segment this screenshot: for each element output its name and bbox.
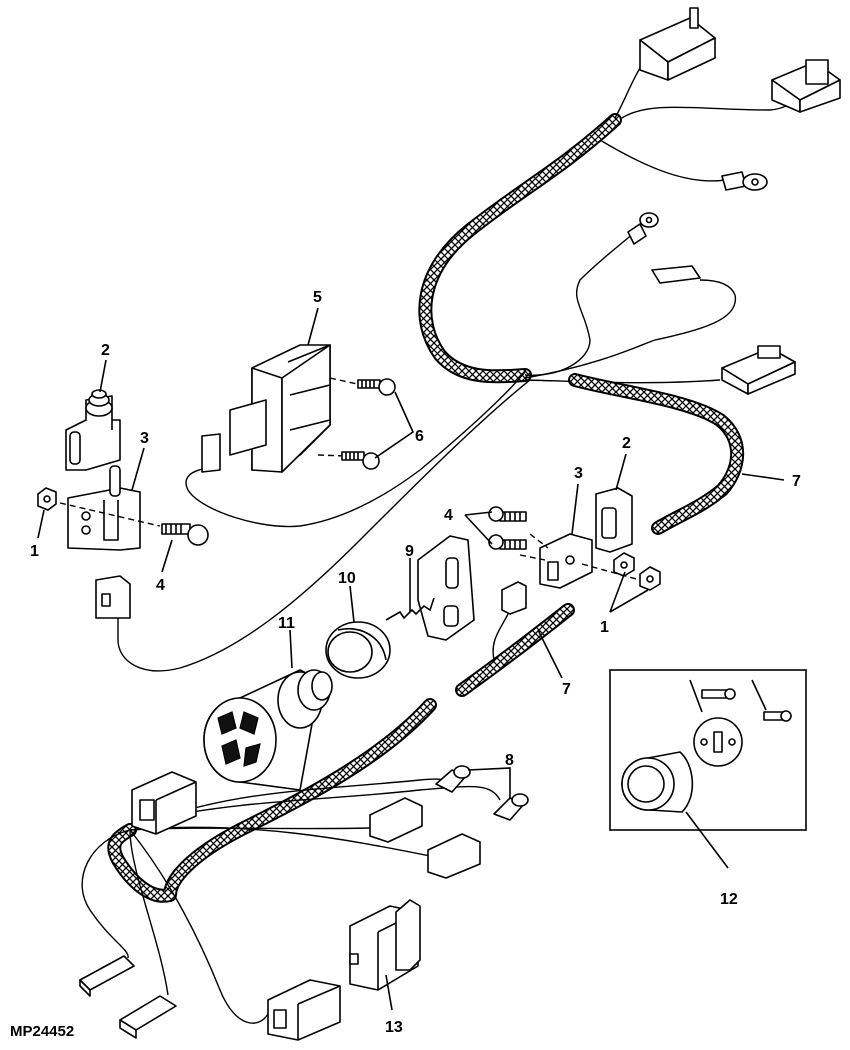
spade-terminal-left	[79, 955, 135, 997]
connector-lower-center	[267, 979, 341, 1041]
bezel-ring	[325, 621, 391, 679]
ring-terminal-center	[627, 212, 659, 245]
flat-connector-center	[651, 265, 701, 284]
leader-7-lower	[537, 629, 563, 679]
safety-switch-right	[595, 487, 633, 553]
relay-screw-lower	[341, 451, 380, 470]
callout-7-lower: 7	[562, 681, 571, 698]
cap-screw-right-upper	[488, 506, 527, 522]
callout-8: 8	[505, 752, 514, 769]
leader-5	[307, 307, 319, 346]
callout-1-left: 1	[30, 543, 39, 560]
switch-bracket-left	[59, 465, 161, 551]
leader-11	[289, 629, 293, 669]
leader-3-right	[571, 483, 579, 535]
harness-connector-top	[639, 7, 716, 81]
harness-connector-lower-left	[131, 771, 197, 835]
callout-4-right: 4	[444, 507, 453, 524]
ignition-switch	[203, 669, 333, 791]
callout-1-right: 1	[600, 619, 609, 636]
callout-3-right: 3	[574, 465, 583, 482]
small-connector-center	[492, 581, 527, 661]
leader-2-left	[99, 359, 107, 393]
leader-8	[467, 767, 511, 798]
hex-nut-right-lower	[639, 566, 661, 591]
bulb-upper	[435, 765, 471, 793]
leader-13	[385, 974, 393, 1011]
cap-screw-left	[161, 523, 209, 546]
relay-bank	[201, 344, 363, 473]
callout-7-upper: 7	[792, 473, 801, 490]
leader-4-left	[161, 539, 173, 573]
harness-loom-right	[568, 373, 745, 535]
bulb-lower	[493, 793, 529, 821]
callout-6: 6	[415, 428, 424, 445]
harness-loom-lower	[81, 698, 501, 1024]
key-plate	[385, 535, 475, 641]
rocker-switch	[349, 899, 421, 991]
callout-13: 13	[385, 1019, 403, 1036]
cap-screw-right-lower	[488, 534, 527, 550]
leader-1-left	[37, 509, 45, 539]
callout-10: 10	[338, 570, 356, 587]
harness-connector-mid-right	[721, 345, 796, 395]
switch-bracket-right	[519, 533, 641, 589]
harness-connector-right	[771, 59, 841, 113]
harness-loom-segment	[455, 603, 575, 697]
flat-terminal-left	[119, 995, 177, 1039]
leader-7-upper	[741, 473, 785, 481]
leader-1-right	[609, 571, 649, 613]
leader-3-left	[131, 447, 145, 491]
leader-6	[374, 391, 415, 459]
socket-upper	[369, 797, 423, 843]
figure-id: MP24452	[10, 1023, 74, 1040]
callout-11: 11	[278, 615, 295, 632]
hex-nut-left	[37, 487, 57, 511]
callout-9: 9	[405, 543, 414, 560]
callout-3-left: 3	[140, 430, 149, 447]
safety-switch-left	[65, 389, 121, 471]
socket-lower	[427, 833, 481, 879]
leader-2-right	[615, 453, 627, 491]
main-wiring-harness	[117, 67, 801, 672]
callout-2-right: 2	[622, 435, 631, 452]
connector-plug-left	[95, 575, 131, 619]
hex-nut-right-upper	[613, 552, 635, 577]
callout-5: 5	[313, 289, 322, 306]
relay-screw-upper	[357, 378, 396, 396]
inset-detail-box	[609, 669, 807, 869]
leader-10	[349, 585, 355, 623]
callout-12: 12	[720, 891, 738, 908]
callout-4-left: 4	[156, 577, 165, 594]
callout-2-left: 2	[101, 342, 110, 359]
ring-terminal-right	[721, 171, 768, 191]
leader-4-right	[464, 511, 493, 545]
